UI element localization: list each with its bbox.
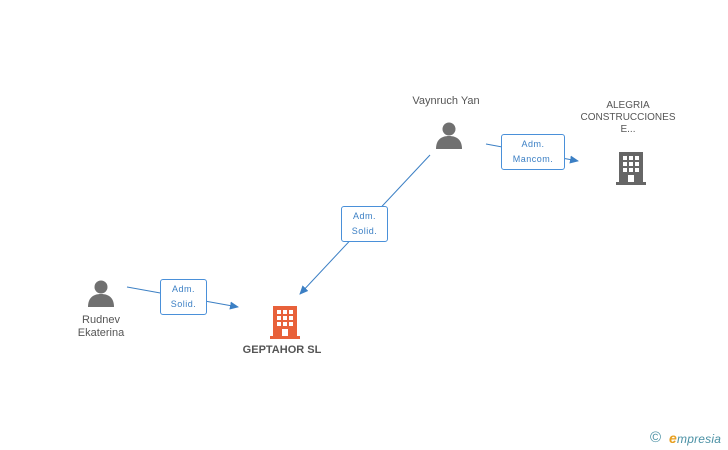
node-label-alegria-line2: CONSTRUCCIONES [580,112,676,123]
node-label-alegria[interactable]: ALEGRIA CONSTRUCCIONES E... [570,100,686,136]
building-icon[interactable] [614,150,648,186]
edge-label-line2: Solid. [170,299,197,309]
node-label-alegria-line1: ALEGRIA [606,100,650,111]
edge-label-vaynruch-geptahor[interactable]: Adm. Solid. [341,206,388,242]
brand-initial: e [669,430,677,446]
building-icon[interactable] [268,304,302,340]
edge-label-line1: Adm. [171,284,195,294]
person-icon[interactable] [86,278,116,308]
node-label-vaynruch[interactable]: Vaynruch Yan [412,95,480,107]
node-label-rudnev[interactable]: Rudnev Ekaterina [56,314,146,340]
edge-label-line2: Solid. [351,226,378,236]
node-label-rudnev-line1: Rudnev [82,314,120,326]
edge-label-line2: Mancom. [512,154,554,164]
node-label-geptahor[interactable]: GEPTAHOR SL [242,344,322,356]
node-label-alegria-line3: E... [620,124,636,135]
person-icon[interactable] [434,120,464,150]
brand-logo[interactable]: empresia [669,430,721,446]
edge-label-vaynruch-alegria[interactable]: Adm. Mancom. [501,134,565,170]
edge-label-line1: Adm. [521,139,545,149]
copyright-icon: © [650,429,662,446]
node-label-rudnev-line2: Ekaterina [77,327,125,339]
edge-label-rudnev-geptahor[interactable]: Adm. Solid. [160,279,207,315]
brand-rest: mpresia [677,432,722,446]
edge-label-line1: Adm. [352,211,376,221]
